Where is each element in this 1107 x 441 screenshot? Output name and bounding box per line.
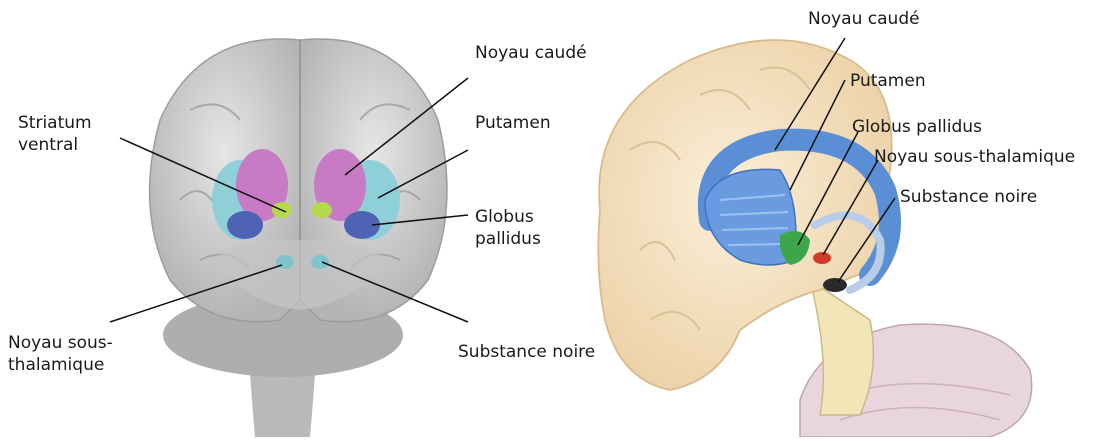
label-substance-noire-right: Substance noire — [900, 186, 1037, 208]
label-noyau-sous-thalamique-right: Noyau sous-thalamique — [874, 146, 1075, 168]
right-ventral-striatum — [312, 202, 332, 218]
label-noyau-sous-thalamique-left: Noyau sous- thalamique — [8, 332, 113, 376]
left-subthalamic — [276, 255, 294, 269]
sagittal-brain — [598, 40, 1031, 437]
label-globus-pallidus-right: Globus pallidus — [852, 116, 982, 138]
label-substance-noire-left: Substance noire — [458, 341, 595, 363]
sagittal-substantia-nigra — [823, 278, 847, 292]
right-subthalamic — [311, 255, 329, 269]
label-noyau-caude-right: Noyau caudé — [808, 8, 920, 30]
sagittal-subthalamic — [813, 252, 831, 264]
label-noyau-caude-left: Noyau caudé — [475, 42, 587, 64]
label-striatum-ventral: Striatum ventral — [18, 112, 92, 156]
label-putamen-right: Putamen — [850, 70, 926, 92]
coronal-brain — [150, 39, 447, 437]
label-globus-pallidus-left: Globus pallidus — [475, 206, 541, 250]
left-pallidus — [227, 211, 263, 239]
label-putamen-left: Putamen — [475, 112, 551, 134]
